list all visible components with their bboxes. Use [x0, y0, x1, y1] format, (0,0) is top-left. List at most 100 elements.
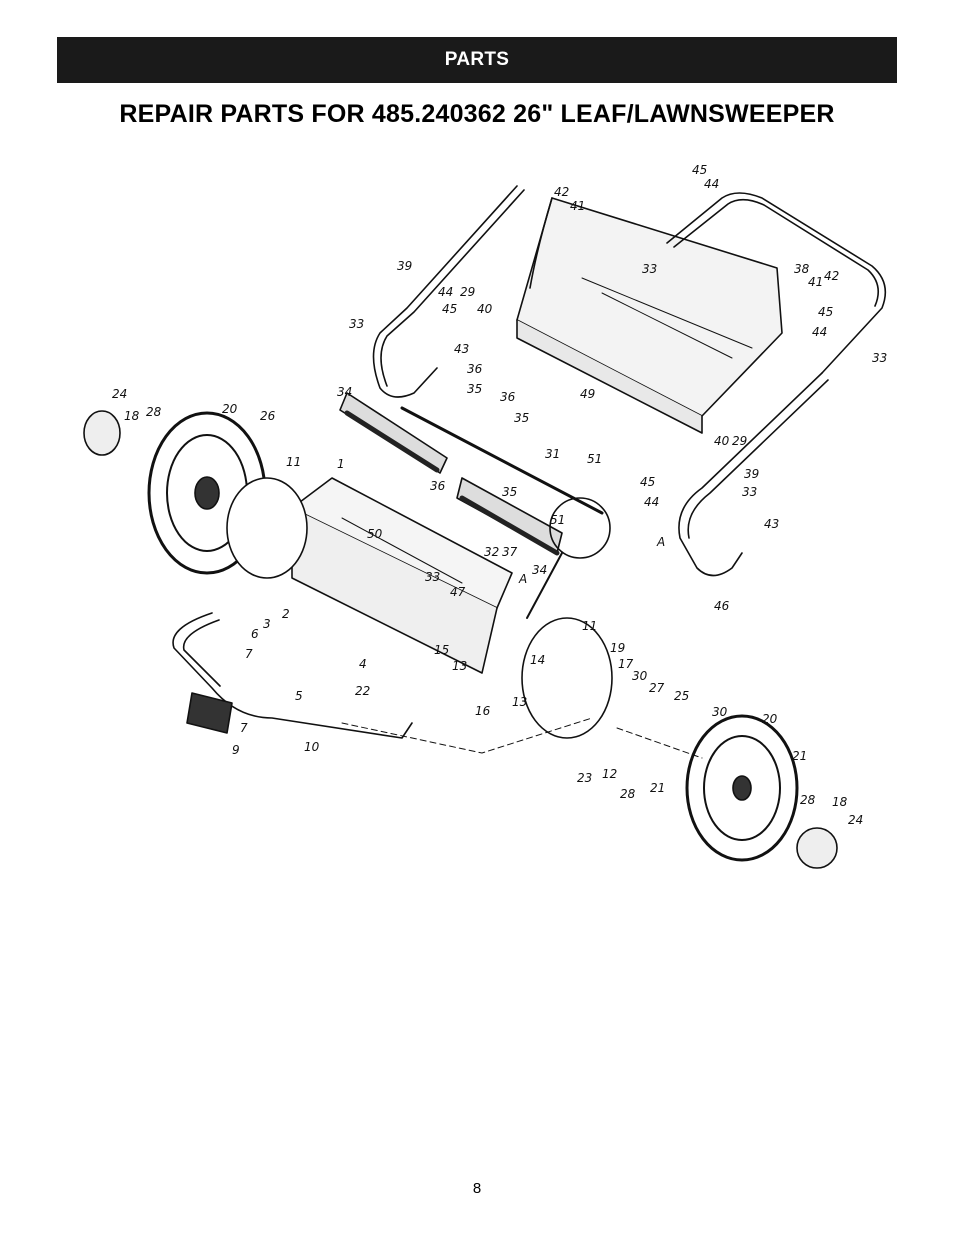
detail-circle: [549, 497, 611, 559]
callout-label: 37: [502, 545, 518, 559]
callout-label: 47: [450, 585, 466, 599]
callout-label: 10: [304, 740, 320, 754]
callout-label: 17: [618, 657, 634, 671]
callout-label: 43: [764, 517, 779, 531]
callout-label: 35: [467, 382, 482, 396]
callout-label: 9: [232, 743, 240, 757]
callout-label: 26: [260, 409, 276, 423]
callout-label: 36: [500, 390, 516, 404]
callout-label: 41: [570, 199, 585, 213]
callout-label: 24: [112, 387, 127, 401]
callout-label: 27: [649, 681, 665, 695]
callout-label: 33: [872, 351, 887, 365]
callout-label: 5: [295, 689, 303, 703]
callout-label: 36: [467, 362, 483, 376]
callout-label: 33: [349, 317, 364, 331]
upper-handle-right: [666, 192, 887, 374]
callout-label: 20: [762, 712, 778, 726]
callout-label: 40: [714, 434, 730, 448]
callout-label: A: [656, 535, 665, 549]
callout-label: 15: [434, 643, 449, 657]
callout-label: 20: [222, 402, 238, 416]
callout-label: 28: [146, 405, 162, 419]
callout-label: 1: [337, 457, 345, 471]
side-plate-left: [226, 477, 308, 579]
callout-label: 50: [367, 527, 383, 541]
callout-label: 34: [337, 385, 352, 399]
lower-handle-right: [678, 372, 823, 577]
section-header-bar: PARTS: [57, 37, 897, 83]
callout-label: 46: [714, 599, 730, 613]
callout-label: 33: [742, 485, 757, 499]
callout-label: 30: [712, 705, 728, 719]
callout-label: 42: [554, 185, 569, 199]
callout-label: 11: [582, 619, 597, 633]
sweeper-housing: [291, 477, 513, 609]
page-title: REPAIR PARTS FOR 485.240362 26" LEAF/LAW…: [119, 100, 835, 128]
callout-label: 36: [430, 479, 446, 493]
callout-label: 19: [610, 641, 625, 655]
callout-label: 51: [550, 513, 565, 527]
callout-label: 45: [818, 305, 833, 319]
callout-label: 44: [704, 177, 719, 191]
callout-label: 28: [620, 787, 636, 801]
callout-label: 33: [642, 262, 657, 276]
callout-label: 29: [732, 434, 747, 448]
callout-label: 40: [477, 302, 493, 316]
callout-label: 28: [800, 793, 816, 807]
callout-label: 18: [124, 409, 140, 423]
callout-label: 45: [442, 302, 457, 316]
callout-label: 3: [263, 617, 271, 631]
callout-label: 39: [397, 259, 412, 273]
callout-label: 7: [240, 721, 248, 735]
reflector: [186, 692, 233, 734]
callout-label: 22: [355, 684, 370, 698]
callout-label: 2: [282, 607, 290, 621]
page-number: 8: [472, 1180, 482, 1197]
callout-label: 21: [650, 781, 665, 795]
bumper-frame: [172, 612, 413, 739]
side-plate-right: [521, 617, 613, 739]
hub-cap-left: [83, 410, 121, 456]
callout-label: 34: [532, 563, 547, 577]
callout-label: 30: [632, 669, 648, 683]
callout-label: 6: [251, 627, 259, 641]
upper-handle-left: [372, 185, 518, 398]
callout-label: 43: [454, 342, 469, 356]
callout-label: 44: [438, 285, 453, 299]
callout-label: 42: [824, 269, 839, 283]
callout-label: 38: [794, 262, 810, 276]
callout-label: 44: [812, 325, 827, 339]
callout-label: 25: [674, 689, 689, 703]
callout-label: 14: [530, 653, 545, 667]
callout-label: 49: [580, 387, 595, 401]
exploded-parts-diagram: 45 44 42 41 39 33 38 41 42 45 44 33 44 2…: [83, 163, 887, 869]
callout-label: 23: [577, 771, 592, 785]
callout-label: 41: [808, 275, 823, 289]
callout-label: A: [518, 572, 527, 586]
callout-label: 33: [425, 570, 440, 584]
callout-label: 31: [545, 447, 560, 461]
brush-shaft: [400, 406, 604, 515]
section-label: PARTS: [444, 49, 510, 70]
callout-label: 13: [512, 695, 527, 709]
callout-label: 35: [502, 485, 517, 499]
callout-label: 24: [848, 813, 863, 827]
callout-label: 16: [475, 704, 491, 718]
callout-label: 39: [744, 467, 759, 481]
brush-assembly-left: [339, 392, 448, 474]
hub-cap-right: [796, 827, 838, 869]
callout-label: 7: [245, 647, 253, 661]
callout-label: 4: [359, 657, 367, 671]
callout-label: 44: [644, 495, 659, 509]
callout-label: 21: [792, 749, 807, 763]
callout-label: 29: [460, 285, 475, 299]
callout-label: 45: [692, 163, 707, 177]
callout-label: 35: [514, 411, 529, 425]
callout-label: 13: [452, 659, 467, 673]
callout-label: 11: [286, 455, 301, 469]
callout-label: 12: [602, 767, 617, 781]
callout-label: 51: [587, 452, 602, 466]
callout-label: 45: [640, 475, 655, 489]
hopper-bag: [516, 197, 783, 417]
